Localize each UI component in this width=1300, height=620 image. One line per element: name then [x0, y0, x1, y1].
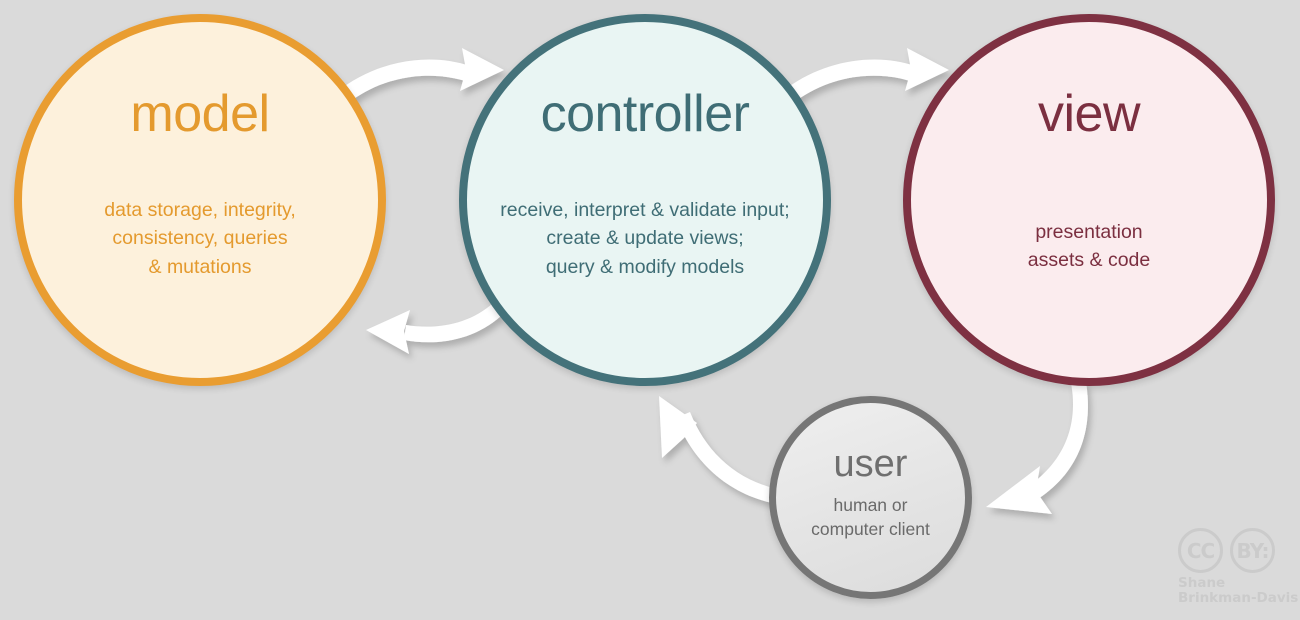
node-controller[interactable]: controller receive, interpret & validate…: [459, 14, 831, 386]
cc-marks: CC BY:: [1178, 528, 1290, 573]
arrow-user-to-controller: [659, 396, 777, 503]
node-view-title: view: [1037, 85, 1141, 143]
node-controller-title: controller: [540, 85, 750, 143]
creative-commons-icon: CC: [1178, 528, 1223, 573]
author-first-name: Shane: [1178, 575, 1226, 591]
node-user-desc-line-1: human or: [833, 495, 908, 515]
node-view-desc-line-1: presentation: [1035, 221, 1143, 243]
node-model-description: data storage, integrity, consistency, qu…: [50, 196, 350, 281]
node-user-description: human or computer client: [778, 494, 963, 541]
arrow-view-to-user: [986, 382, 1088, 514]
node-controller-description: receive, interpret & validate input; cre…: [480, 196, 810, 281]
node-controller-desc-line-3: query & modify models: [545, 255, 745, 278]
node-model[interactable]: model data storage, integrity, consisten…: [14, 14, 386, 386]
node-user-desc-line-2: computer client: [811, 518, 930, 539]
node-user[interactable]: user human or computer client: [769, 396, 972, 599]
node-model-title: model: [130, 85, 270, 143]
node-view-desc-line-2: assets & code: [1027, 249, 1151, 272]
arrow-model-to-controller: [342, 48, 504, 101]
attribution-by-icon: BY:: [1230, 528, 1275, 573]
author-attribution: Shane Brinkman-Davis: [1178, 575, 1299, 607]
node-controller-desc-line-2: create & update views;: [546, 227, 744, 250]
creative-commons-badge[interactable]: CC BY: Shane Brinkman-Davis: [1178, 528, 1299, 610]
node-model-desc-line-2: consistency, queries: [112, 227, 288, 250]
node-controller-desc-line-1: receive, interpret & validate input;: [500, 199, 790, 221]
author-last-name: Brinkman-Davis: [1178, 590, 1299, 607]
arrow-controller-to-model: [366, 303, 501, 354]
arrow-controller-to-view: [787, 48, 949, 101]
node-model-desc-line-1: data storage, integrity,: [104, 199, 296, 221]
node-view-description: presentation assets & code: [949, 218, 1229, 275]
node-user-title: user: [833, 443, 908, 485]
node-view[interactable]: view presentation assets & code: [903, 14, 1275, 386]
node-model-desc-line-3: & mutations: [148, 255, 252, 278]
